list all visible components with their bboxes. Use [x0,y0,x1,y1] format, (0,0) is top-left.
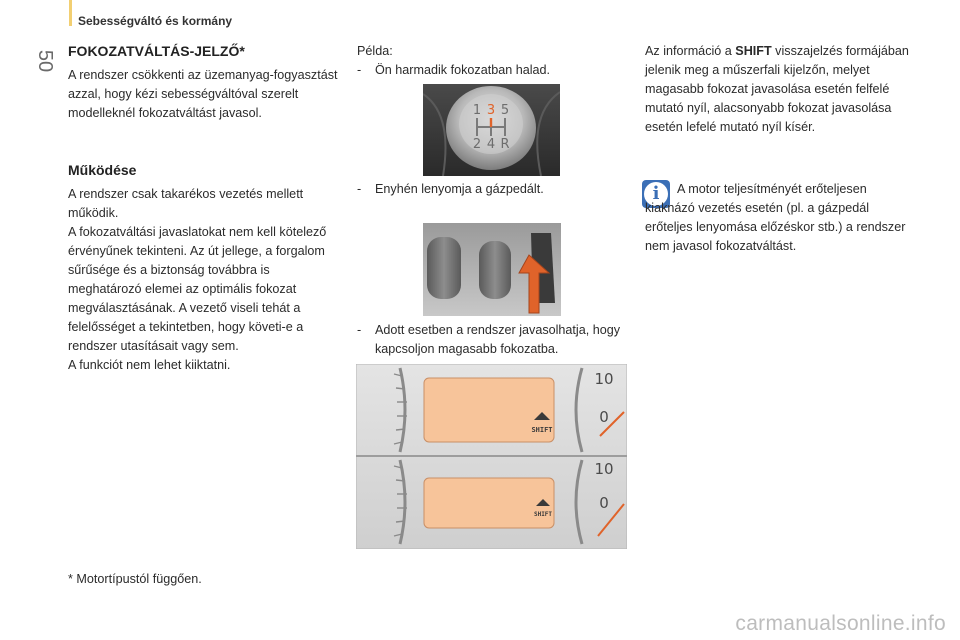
instrument-cluster-image: SHIFT 10 0 SHIFT 10 0 [356,364,627,549]
page-number: 50 [34,49,56,73]
step-3-text: Adott esetben a rendszer javasolhatja, h… [375,323,621,356]
operation-line-3: A funkciót nem lehet kiiktatni. [68,358,231,372]
step-1: - Ön harmadik fokozatban halad. [357,61,622,80]
step-3: - Adott esetben a rendszer javasolhatja,… [357,321,622,359]
step-1-dash: - [357,63,362,77]
step-2: - Enyhén lenyomja a gázpedált. [357,180,622,199]
operation-heading: Működése [68,162,137,178]
step-2-text: Enyhén lenyomja a gázpedált. [375,182,544,196]
press-arrow-icon [518,254,551,314]
gear-digit-2: 2 [473,137,481,152]
clutch-pedal [427,237,461,299]
left-column: FOKOZATVÁLTÁS-JELZŐ* A rendszer csökkent… [68,42,346,375]
footnote: * Motortípustól függően. [68,572,202,586]
example-label: Példa: [357,44,393,58]
scale-top-min: 0 [599,408,609,426]
watermark: carmanualsonline.info [735,612,946,635]
step-2-dash: - [357,182,362,196]
shift-info-bold: SHIFT [735,44,772,58]
gear-digit-r: R [500,137,509,152]
gear-digit-1: 1 [473,103,481,118]
shift-info-suffix: visszajelzés formájában jelenik meg a mű… [645,44,909,134]
shift-label-top: SHIFT [531,426,552,434]
gear-digit-3: 3 [487,103,495,118]
pedals-image [423,223,561,316]
shift-up-arrow-icon [534,412,550,420]
note-block: A motor teljesítményét erőteljesen kiakn… [645,180,915,256]
step-1-text: Ön harmadik fokozatban halad. [375,63,551,77]
shift-display-top [423,377,555,443]
cluster-bottom: SHIFT 10 0 [393,459,625,545]
header-accent-bar [69,0,72,26]
shift-info-paragraph: Az információ a SHIFT visszajelzés formá… [645,42,915,137]
intro-paragraph: A rendszer csökkenti az üzemanyag-fogyas… [68,68,338,120]
shift-info-prefix: Az információ a [645,44,736,58]
middle-column-top: Példa: - Ön harmadik fokozatban halad. [357,42,622,80]
cluster-top: SHIFT 10 0 [393,367,625,453]
shift-up-arrow-icon-2 [536,499,550,506]
main-heading: FOKOZATVÁLTÁS-JELZŐ* [68,43,245,59]
right-column-info: Az információ a SHIFT visszajelzés formá… [645,42,915,137]
step-3-dash: - [357,323,362,337]
brake-pedal [479,241,511,299]
operation-line-2: A fokozatváltási javaslatokat nem kell k… [68,225,327,353]
info-icon: i [642,180,670,208]
shift-display-bottom [423,477,555,529]
scale-top-max: 10 [594,370,613,388]
operation-line-1: A rendszer csak takarékos vezetés mellet… [68,187,304,220]
scale-bottom-min: 0 [599,494,609,512]
gear-digit-4: 4 [487,137,495,152]
gear-digit-5: 5 [501,103,509,118]
scale-bottom-max: 10 [594,460,613,478]
shift-label-bottom: SHIFT [534,511,552,518]
gear-knob-image: 1 3 5 2 4 R [423,84,560,176]
section-title: Sebességváltó és kormány [78,14,233,28]
note-paragraph: A motor teljesítményét erőteljesen kiakn… [645,182,906,253]
